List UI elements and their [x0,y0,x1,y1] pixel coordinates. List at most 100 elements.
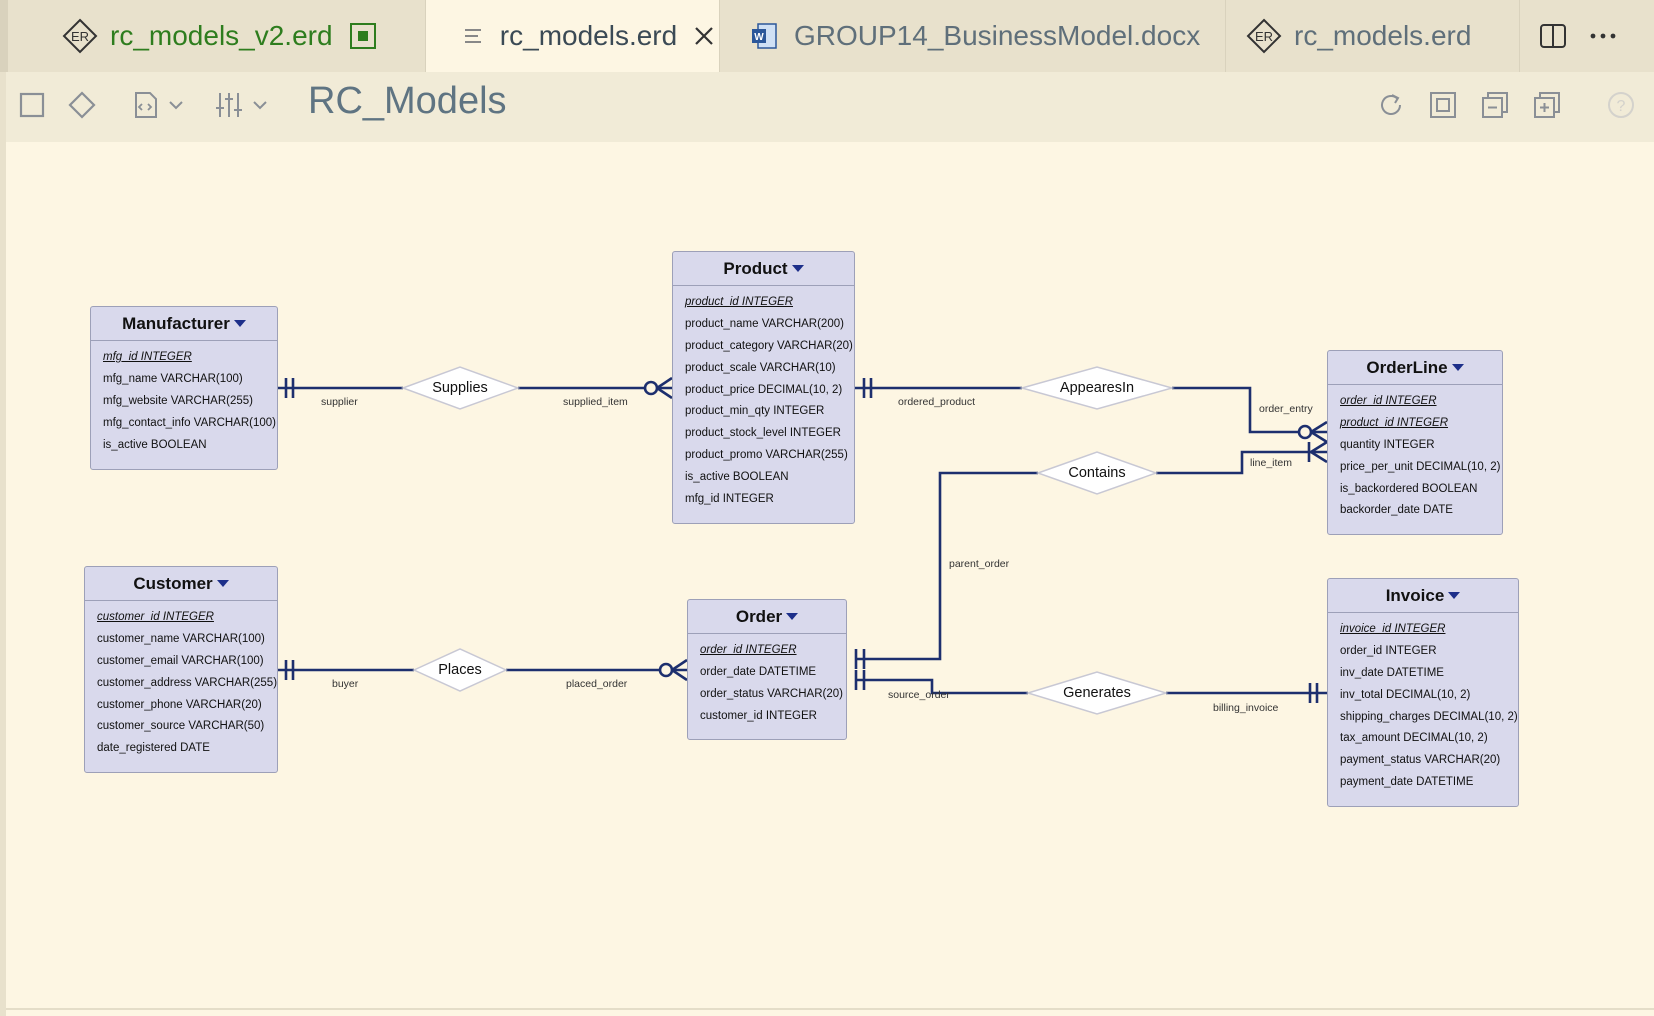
relationship-tool-icon[interactable] [66,89,98,121]
svg-text:?: ? [1617,98,1626,115]
attribute: mfg_website VARCHAR(255) [103,394,253,407]
refresh-icon[interactable] [1375,89,1407,121]
entity-header[interactable]: Invoice [1328,579,1518,613]
relationship-appearsin[interactable]: AppearesIn [1059,380,1135,396]
svg-text:ER: ER [71,29,89,44]
role-billing-invoice: billing_invoice [1213,702,1279,714]
chevron-down-icon[interactable] [786,613,799,620]
tab-rc-models-v2[interactable]: ER rc_models_v2.erd [42,0,426,72]
attribute: quantity INTEGER [1340,438,1435,451]
attribute: product_category VARCHAR(20) [685,339,853,352]
entity-manufacturer[interactable]: Manufacturer mfg_id INTEGER mfg_name VAR… [90,306,278,470]
collapse-all-icon[interactable] [1479,89,1511,121]
svg-text:ER: ER [1255,29,1273,44]
chevron-down-icon[interactable] [216,580,229,587]
tab-rc-models-2[interactable]: ER rc_models.erd [1226,0,1520,72]
entity-tool-icon[interactable] [16,89,48,121]
relationship-supplies-shape [400,366,521,410]
attribute: customer_source VARCHAR(50) [97,720,265,733]
chevron-down-icon[interactable] [1448,592,1461,599]
attribute: date_registered DATE [97,742,210,755]
attribute: inv_total DECIMAL(10, 2) [1340,688,1471,701]
entity-invoice[interactable]: Invoice invoice_id INTEGER order_id INTE… [1327,578,1519,807]
attribute: payment_status VARCHAR(20) [1340,754,1501,767]
cardinality-crowfoot [656,376,673,390]
entity-customer[interactable]: Customer customer_id INTEGER customer_na… [84,566,278,773]
primary-key-attribute: product_id INTEGER [685,296,794,308]
cardinality-crowfoot [1310,450,1328,464]
entity-header[interactable]: Order [688,600,846,634]
tab-bar: ER rc_models_v2.erd rc_models.erd W GROU… [0,0,1654,72]
attribute: product_stock_level INTEGER [685,427,841,440]
cardinality-crowfoot [1310,440,1328,454]
attribute: product_scale VARCHAR(10) [685,361,836,374]
role-line-item: line_item [1250,457,1293,469]
attribute: customer_phone VARCHAR(20) [97,698,262,711]
relationship-supplies[interactable]: Supplies [432,380,488,396]
role-buyer: buyer [332,678,359,690]
attribute: product_promo VARCHAR(255) [685,449,848,462]
entity-header[interactable]: OrderLine [1328,351,1502,385]
primary-key-attribute: customer_id INTEGER [97,611,214,623]
settings-sliders-icon[interactable] [214,89,274,121]
attribute: customer_name VARCHAR(100) [97,632,265,645]
relationship-generates-shape [1025,671,1169,715]
attribute: mfg_id INTEGER [685,493,774,506]
expand-all-icon[interactable] [1531,89,1563,121]
connector-order-entry [1172,386,1327,434]
er-diamond-icon: ER [1246,18,1282,54]
relationship-contains[interactable]: Contains [1068,465,1126,481]
diagram-title: RC_Models [308,80,507,122]
export-code-icon[interactable] [130,89,190,121]
entity-title: Product [723,258,788,278]
close-icon[interactable] [689,18,719,54]
attribute: is_backordered BOOLEAN [1340,482,1478,495]
svg-text:W: W [754,32,764,43]
role-placed-order: placed_order [566,678,628,690]
entity-orderline[interactable]: OrderLine order_id INTEGER product_id IN… [1327,350,1503,535]
cardinality-zero-mark [658,662,674,678]
entity-order[interactable]: Order order_id INTEGER order_date DATETI… [687,599,847,740]
cardinality-crowfoot [1310,420,1328,434]
help-icon[interactable]: ? [1605,89,1637,121]
entity-header[interactable]: Customer [85,567,277,601]
role-order-entry: order_entry [1259,403,1313,415]
tab-label: GROUP14_BusinessModel.docx [794,20,1201,51]
relationship-places[interactable]: Places [438,662,482,678]
entity-title: Manufacturer [122,313,230,333]
primary-key-attribute: product_id INTEGER [1340,416,1449,429]
chevron-down-icon[interactable] [1451,364,1464,371]
relationship-contains-shape [1035,451,1159,495]
relationship-places-shape [412,648,508,692]
connector-line-item [1156,450,1327,475]
role-ordered-product: ordered_product [898,396,976,408]
attribute: customer_email VARCHAR(100) [97,654,264,667]
entity-header[interactable]: Manufacturer [91,307,277,341]
tab-label: rc_models.erd [1294,20,1472,51]
relationship-generates[interactable]: Generates [1063,685,1131,701]
primary-key-attribute: order_id INTEGER [1340,395,1437,407]
word-doc-icon: W [746,18,782,54]
entity-title: Invoice [1385,585,1445,605]
chevron-down-icon[interactable] [791,265,804,272]
tab-business-model-docx[interactable]: W GROUP14_BusinessModel.docx [720,0,1226,72]
tab-rc-models[interactable]: rc_models.erd [426,0,720,72]
chevron-down-icon[interactable] [233,320,246,327]
attribute: order_id INTEGER [1340,644,1437,657]
role-source-order: source_order [888,689,950,701]
attribute: product_min_qty INTEGER [685,405,825,418]
entity-product[interactable]: Product product_id INTEGER product_name … [672,251,855,524]
cardinality-crowfoot [1310,430,1328,444]
role-supplier: supplier [321,396,358,408]
entity-header[interactable]: Product [673,252,854,286]
role-parent-order: parent_order [949,558,1010,570]
more-actions-icon[interactable] [1587,20,1619,52]
attribute: shipping_charges DECIMAL(10, 2) [1340,710,1518,723]
fit-to-screen-icon[interactable] [1427,89,1459,121]
attribute: customer_address VARCHAR(255) [97,676,278,689]
attribute: mfg_name VARCHAR(100) [103,372,243,385]
modified-indicator-icon [345,18,381,54]
split-editor-icon[interactable] [1537,20,1569,52]
entity-title: Customer [133,573,213,593]
